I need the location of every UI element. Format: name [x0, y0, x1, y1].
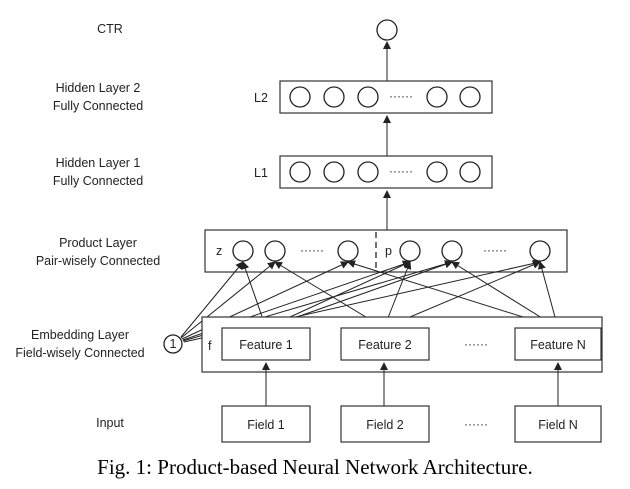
product-layer-sublabel: Pair-wisely Connected	[36, 254, 160, 268]
field-2-label: Field 2	[366, 418, 404, 432]
l1-node	[323, 161, 345, 183]
p-tag: p	[385, 244, 392, 258]
feature-ellipsis: ······	[464, 337, 488, 351]
z-node	[232, 240, 254, 262]
feature-2-box	[340, 327, 430, 361]
p-node	[529, 240, 551, 262]
l1-node	[426, 161, 448, 183]
hidden-layer-1-sublabel: Fully Connected	[53, 174, 143, 188]
constant-one-label: 1	[170, 337, 177, 351]
field-n-label: Field N	[538, 418, 578, 432]
l1-ellipsis: ······	[389, 164, 413, 178]
f-tag: f	[208, 339, 212, 353]
embedding-layer-sublabel: Field-wisely Connected	[15, 346, 144, 360]
feature-1-box	[221, 327, 311, 361]
l1-tag: L1	[254, 166, 268, 180]
constant-one-node	[163, 334, 183, 354]
l2-node	[357, 86, 379, 108]
p-node	[441, 240, 463, 262]
z-node	[337, 240, 359, 262]
l1-node	[459, 161, 481, 183]
z-node	[264, 240, 286, 262]
hidden-layer-2-box	[279, 80, 493, 114]
feature-1-label: Feature 1	[239, 338, 293, 352]
l1-node	[289, 161, 311, 183]
z-ellipsis: ······	[300, 243, 324, 257]
input-label: Input	[96, 416, 124, 430]
ctr-label: CTR	[97, 22, 123, 36]
feature-n-box	[514, 327, 602, 361]
feature-n-label: Feature N	[530, 338, 586, 352]
l2-node	[323, 86, 345, 108]
p-ellipsis: ······	[483, 243, 507, 257]
hidden-layer-1-box	[279, 155, 493, 189]
field-n-box	[514, 405, 602, 443]
l1-node	[357, 161, 379, 183]
field-ellipsis: ······	[464, 417, 488, 431]
feature-2-label: Feature 2	[358, 338, 412, 352]
l2-node	[426, 86, 448, 108]
z-tag: z	[216, 244, 222, 258]
p-node	[399, 240, 421, 262]
l2-node	[459, 86, 481, 108]
figure-caption: Fig. 1: Product-based Neural Network Arc…	[97, 455, 533, 479]
l2-tag: L2	[254, 91, 268, 105]
hidden-layer-2-label: Hidden Layer 2	[56, 81, 141, 95]
ctr-node	[376, 19, 398, 41]
hidden-layer-2-sublabel: Fully Connected	[53, 99, 143, 113]
l2-ellipsis: ······	[389, 89, 413, 103]
field-2-box	[340, 405, 430, 443]
hidden-layer-1-label: Hidden Layer 1	[56, 156, 141, 170]
product-layer-label: Product Layer	[59, 236, 137, 250]
embedding-layer-label: Embedding Layer	[31, 328, 129, 342]
field-1-box	[221, 405, 311, 443]
l2-node	[289, 86, 311, 108]
field-1-label: Field 1	[247, 418, 285, 432]
